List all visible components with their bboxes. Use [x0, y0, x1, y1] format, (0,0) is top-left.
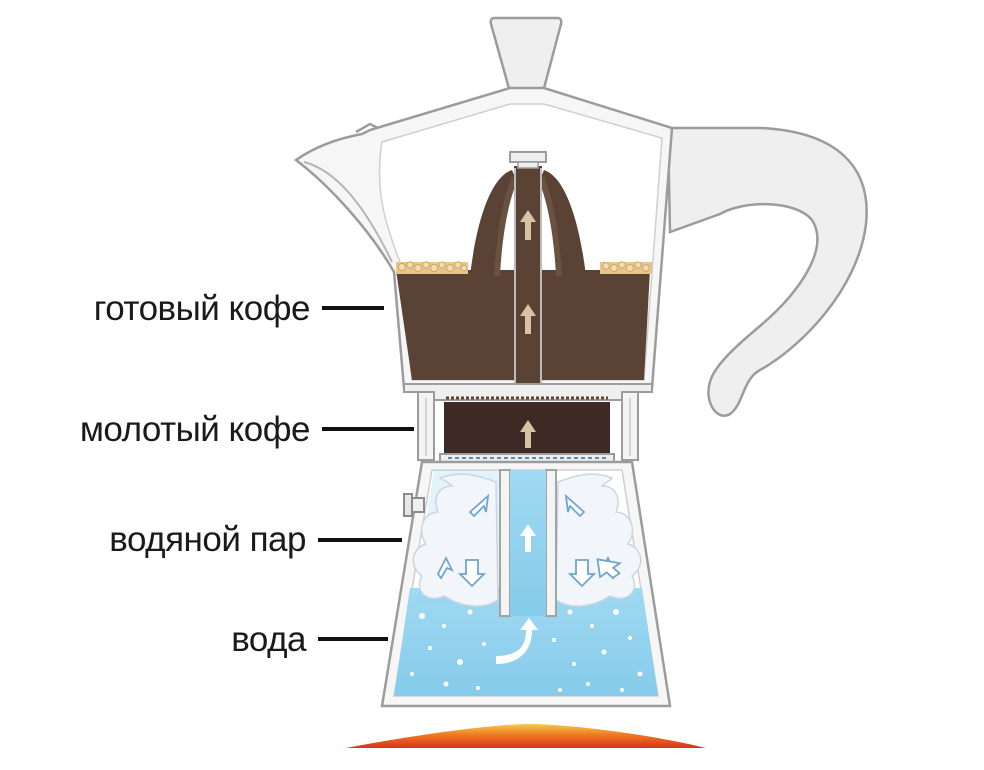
coffee-fountain [470, 170, 586, 276]
central-column [509, 151, 547, 388]
label-water-text: вода [231, 620, 307, 659]
water-bubbles [410, 609, 643, 692]
handle [666, 126, 868, 417]
safety-valve [403, 493, 425, 517]
lid-knob [489, 16, 563, 94]
spout-line [303, 161, 393, 263]
filter-collar [403, 383, 653, 461]
label-water: вода [231, 620, 388, 659]
vapor-arrows [436, 493, 623, 588]
label-brewed-coffee: готовый кофе [94, 289, 384, 328]
arrow-up-icon [520, 420, 536, 448]
flow-curve-arrow [496, 618, 538, 664]
siphon-tube [499, 469, 557, 617]
lid-edge [355, 122, 379, 134]
label-water-vapor: водяной пар [109, 520, 402, 559]
label-brewed-coffee-text: готовый кофе [94, 289, 310, 328]
label-ground-coffee: молотый кофе [80, 410, 414, 449]
arrow-up-icon [520, 524, 536, 552]
label-ground-coffee-text: молотый кофе [80, 410, 310, 449]
flame-icon [346, 724, 706, 748]
arrow-up-icon [520, 210, 536, 334]
crema [396, 261, 652, 274]
label-water-vapor-text: водяной пар [109, 520, 306, 559]
